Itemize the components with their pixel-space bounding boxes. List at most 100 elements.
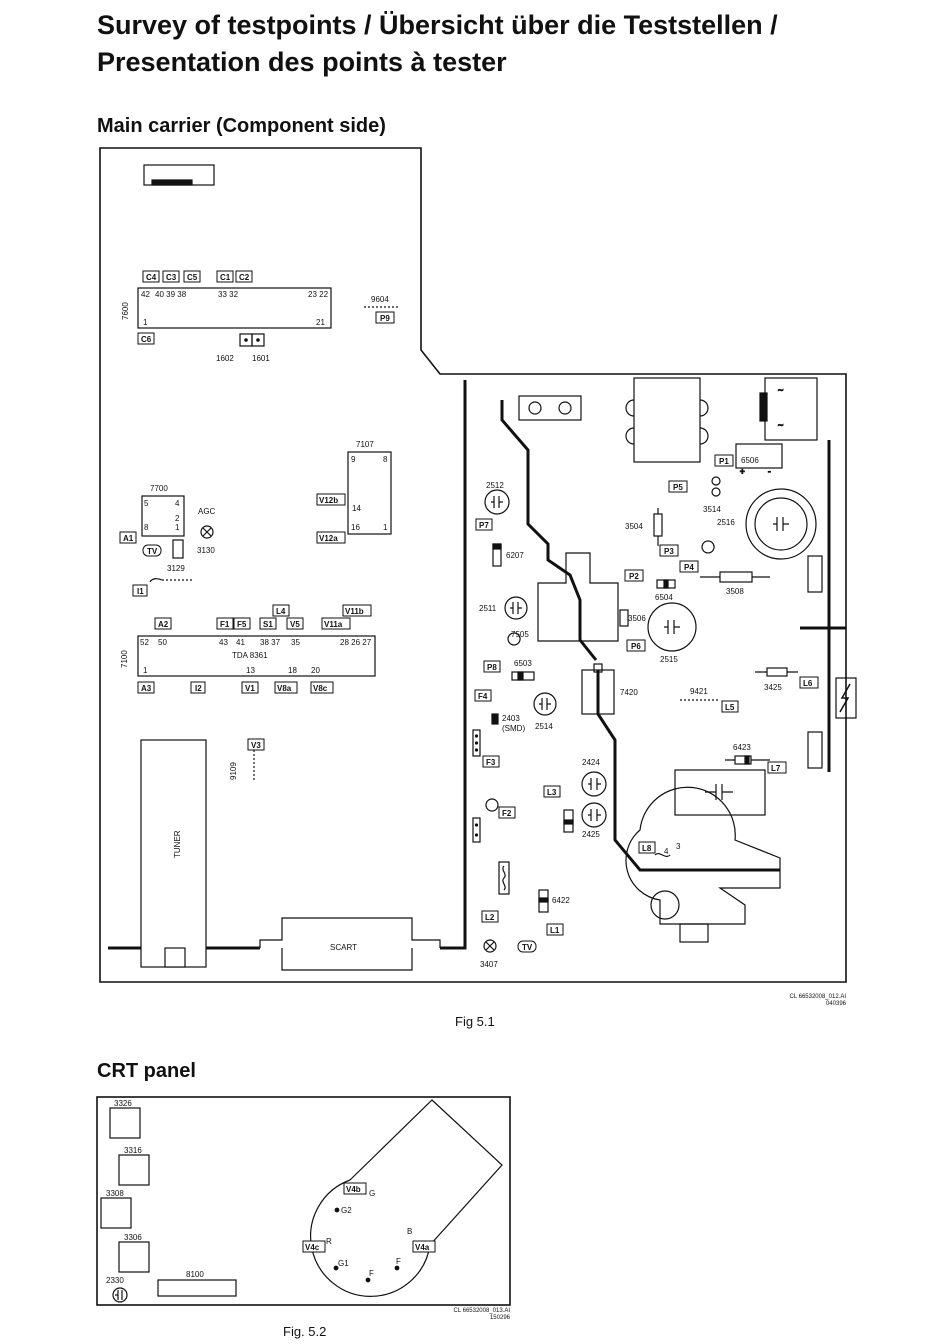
svg-text:C2: C2 xyxy=(239,273,250,282)
testpoint-c5[interactable]: C5 xyxy=(183,270,201,283)
testpoint-p1[interactable]: P1 xyxy=(714,454,734,467)
testpoint-p7[interactable]: P7 xyxy=(475,518,493,531)
label-pin-r: R xyxy=(326,1237,332,1246)
testpoint-i2[interactable]: I2 xyxy=(190,681,206,694)
testpoint-v8c[interactable]: V8c xyxy=(310,681,334,694)
label-component: 3514 xyxy=(703,505,721,514)
component-1601 xyxy=(251,333,265,347)
svg-text:TV: TV xyxy=(147,547,158,556)
label-ic7100: 7100 xyxy=(120,650,129,668)
label-pin-g2: G2 xyxy=(341,1206,352,1215)
svg-text:F5: F5 xyxy=(237,620,247,629)
svg-text:I2: I2 xyxy=(195,684,202,693)
testpoint-p3[interactable]: P3 xyxy=(659,544,679,557)
page-title-line2: Presentation des points à tester xyxy=(97,47,507,77)
svg-text:V12b: V12b xyxy=(319,496,338,505)
testpoint-l2[interactable]: L2 xyxy=(481,910,499,923)
testpoint-a2[interactable]: A2 xyxy=(154,617,172,630)
svg-text:-: - xyxy=(768,467,771,476)
testpoint-f1[interactable]: F1 xyxy=(216,617,234,630)
main-board-outline xyxy=(99,147,847,983)
testpoint-l8[interactable]: L8 xyxy=(638,841,656,854)
component-3308 xyxy=(100,1197,132,1229)
label-component: 2424 xyxy=(582,758,600,767)
testpoint-a1[interactable]: A1 xyxy=(119,531,137,544)
testpoint-tv[interactable]: TV xyxy=(142,544,162,557)
testpoint-v11a[interactable]: V11a xyxy=(321,617,351,630)
testpoint-tv2[interactable]: TV xyxy=(517,940,537,953)
testpoint-c2[interactable]: C2 xyxy=(235,270,253,283)
testpoint-v12b[interactable]: V12b xyxy=(316,493,346,506)
testpoint-l4[interactable]: L4 xyxy=(272,604,290,617)
component-3306 xyxy=(118,1241,150,1273)
testpoint-p4[interactable]: P4 xyxy=(679,560,699,573)
testpoint-c4[interactable]: C4 xyxy=(142,270,160,283)
connector-top-right xyxy=(518,395,582,421)
testpoint-v4a[interactable]: V4a xyxy=(412,1240,436,1253)
svg-text:L4: L4 xyxy=(276,607,286,616)
svg-text:V4a: V4a xyxy=(415,1243,430,1252)
figure-caption-5-1: Fig 5.1 xyxy=(455,1014,495,1029)
testpoint-l1[interactable]: L1 xyxy=(546,923,564,936)
svg-text:P1: P1 xyxy=(719,457,729,466)
label-pin: 8 xyxy=(144,523,149,532)
label-component: 2515 xyxy=(660,655,678,664)
testpoint-v4c[interactable]: V4c xyxy=(302,1240,326,1253)
svg-text:L3: L3 xyxy=(547,788,557,797)
testpoint-c6[interactable]: C6 xyxy=(137,332,155,345)
label-component: 2425 xyxy=(582,830,600,839)
testpoint-f2[interactable]: F2 xyxy=(498,806,516,819)
svg-text:V1: V1 xyxy=(245,684,255,693)
connector-8100 xyxy=(157,1279,237,1297)
label-ic7600: 7600 xyxy=(121,302,130,320)
testpoint-v8a[interactable]: V8a xyxy=(274,681,298,694)
label-ic7700: 7700 xyxy=(150,484,168,493)
ref-date: 150296 xyxy=(489,1315,510,1321)
testpoint-f5[interactable]: F5 xyxy=(233,617,251,630)
testpoint-i1[interactable]: I1 xyxy=(132,584,148,597)
testpoint-p9[interactable]: P9 xyxy=(375,311,395,324)
svg-text:TV: TV xyxy=(522,943,533,952)
testpoint-c1[interactable]: C1 xyxy=(216,270,234,283)
testpoint-v5[interactable]: V5 xyxy=(286,617,304,630)
label-pin: 4 xyxy=(664,847,669,856)
testpoint-v12a[interactable]: V12a xyxy=(316,531,346,544)
label-component: 1601 xyxy=(252,354,270,363)
testpoint-a3[interactable]: A3 xyxy=(137,681,155,694)
testpoint-f4[interactable]: F4 xyxy=(474,689,492,702)
testpoint-p8[interactable]: P8 xyxy=(483,660,501,673)
svg-text:~: ~ xyxy=(778,385,783,395)
testpoint-v11b[interactable]: V11b xyxy=(342,604,372,617)
component-3316 xyxy=(118,1154,150,1186)
label-component: 6506 xyxy=(741,456,759,465)
capacitor-2515 xyxy=(647,602,697,652)
label-agc: AGC xyxy=(198,507,216,516)
label-crt-component: 8100 xyxy=(186,1270,204,1279)
testpoint-s1[interactable]: S1 xyxy=(259,617,277,630)
label-pin: 28 26 27 xyxy=(340,638,372,647)
svg-text:P3: P3 xyxy=(664,547,674,556)
testpoint-l7[interactable]: L7 xyxy=(767,761,787,774)
testpoint-v1[interactable]: V1 xyxy=(241,681,259,694)
svg-text:P6: P6 xyxy=(631,642,641,651)
section-heading-crt-panel: CRT panel xyxy=(97,1060,196,1082)
ref-code: CL 66532008_013.AI xyxy=(453,1308,511,1314)
testpoint-c3[interactable]: C3 xyxy=(162,270,180,283)
label-component: 9604 xyxy=(371,295,389,304)
svg-text:P2: P2 xyxy=(629,572,639,581)
testpoint-p5[interactable]: P5 xyxy=(668,480,688,493)
svg-text:A1: A1 xyxy=(123,534,134,543)
testpoint-p2[interactable]: P2 xyxy=(624,569,644,582)
testpoint-v3[interactable]: V3 xyxy=(247,738,265,751)
label-pin: 23 22 xyxy=(308,290,329,299)
testpoint-l3[interactable]: L3 xyxy=(543,785,561,798)
testpoint-v4b[interactable]: V4b xyxy=(343,1182,367,1195)
testpoint-l6[interactable]: L6 xyxy=(799,676,819,689)
heatsink-right2 xyxy=(807,731,823,769)
component-2330 xyxy=(112,1287,128,1303)
testpoint-p6[interactable]: P6 xyxy=(626,639,646,652)
testpoint-f3[interactable]: F3 xyxy=(482,755,500,768)
connector-f3 xyxy=(472,729,481,757)
testpoint-l5[interactable]: L5 xyxy=(721,700,739,713)
